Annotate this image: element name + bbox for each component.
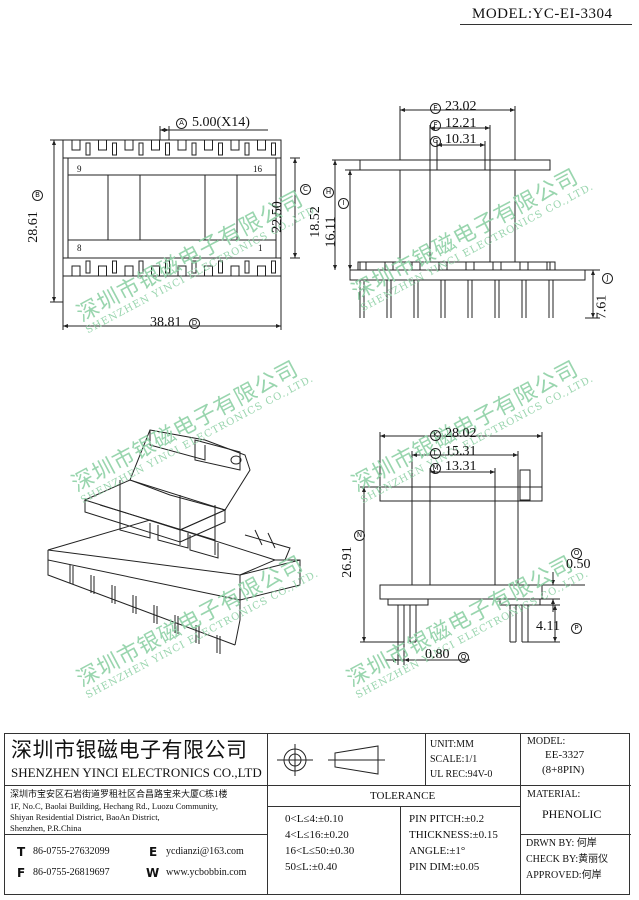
dim-d1: 23.02 xyxy=(445,99,477,114)
scale: SCALE:1/1 xyxy=(430,754,478,765)
projection-symbol-icon xyxy=(277,744,385,776)
tolerance-title: TOLERANCE xyxy=(370,790,436,802)
dim-d3: 13.31 xyxy=(445,459,477,474)
dim-pin-length: 7.61 xyxy=(594,294,610,320)
dim-tag: D xyxy=(189,318,200,329)
address-en-1: 1F, No.C, Baolai Building, Hechang Rd., … xyxy=(10,801,218,811)
dim-tag: O xyxy=(571,548,582,559)
tolerance-3: 16<L≤50:±0.30 xyxy=(285,845,355,857)
dim-h1: 18.52 xyxy=(307,206,323,238)
dim-d2: 12.21 xyxy=(445,116,477,131)
dim-tag: N xyxy=(354,530,365,541)
approved-by: APPROVED:何岸 xyxy=(526,870,602,881)
dim-tag: H xyxy=(323,187,334,198)
pin-label-1: 1 xyxy=(258,243,263,253)
angle-tol: ANGLE:±1° xyxy=(409,845,466,857)
company-name-en: SHENZHEN YINCI ELECTRONICS CO.,LTD xyxy=(11,765,262,780)
phone-icon: T xyxy=(17,845,26,859)
dim-tag: A xyxy=(176,118,187,129)
dim-tag: J xyxy=(602,273,613,284)
address-cn: 深圳市宝安区石岩街道罗租社区合昌路宝来大厦C栋1楼 xyxy=(10,789,228,799)
fax-icon: F xyxy=(17,866,26,880)
dim-pin-dim: 4.11 xyxy=(536,619,560,634)
technical-drawing xyxy=(47,106,600,665)
pin-pitch-tol: PIN PITCH:±0.2 xyxy=(409,813,485,825)
pin-label-16: 16 xyxy=(253,164,262,174)
dim-d2: 15.31 xyxy=(445,444,477,459)
address-en-2: Shiyan Residential District, BaoAn Distr… xyxy=(10,812,160,822)
email-icon: E xyxy=(149,845,158,859)
pin-label-8: 8 xyxy=(77,243,82,253)
side-view xyxy=(332,106,600,319)
dim-tag: F xyxy=(430,120,441,131)
dim-height-inner: 22.50 xyxy=(269,201,285,233)
thickness-tol: THICKNESS:±0.15 xyxy=(409,829,498,841)
dim-pin-width: 0.80 xyxy=(425,647,450,662)
dim-d1: 28.02 xyxy=(445,426,477,441)
tolerance-2: 4<L≤16:±0.20 xyxy=(285,829,349,841)
material-title: MATERIAL: xyxy=(527,789,581,800)
dim-width: 38.81 xyxy=(150,315,182,330)
company-name-cn: 深圳市银磁电子有限公司 xyxy=(11,738,248,762)
tolerance-4: 50≤L:±0.40 xyxy=(285,861,338,873)
header-rule xyxy=(460,24,632,25)
email-address: ycdianzi@163.com xyxy=(166,846,244,857)
dim-tag: P xyxy=(571,623,582,634)
address-en-3: Shenzhen, P.R.China xyxy=(10,823,82,833)
title-block: 深圳市银磁电子有限公司 SHENZHEN YINCI ELECTRONICS C… xyxy=(4,733,631,895)
web-address: www.ycbobbin.com xyxy=(166,867,247,878)
dim-flange: 0.50 xyxy=(566,557,591,572)
dim-tag: M xyxy=(430,463,441,474)
fax-number: 86-0755-26819697 xyxy=(33,867,110,878)
phone-number: 86-0755-27632099 xyxy=(33,846,110,857)
ul-rec: UL REC:94V-0 xyxy=(430,769,493,780)
dim-height: 26.91 xyxy=(339,546,355,578)
model-value: EE-3327 xyxy=(545,749,585,761)
dim-tag: C xyxy=(300,184,311,195)
front-view xyxy=(360,432,585,665)
dim-pitch: 5.00(X14) xyxy=(192,115,250,130)
dim-tag: G xyxy=(430,136,441,147)
material-value: PHENOLIC xyxy=(542,807,602,821)
check-by: CHECK BY:黄丽仪 xyxy=(526,854,609,865)
top-view xyxy=(50,126,300,330)
unit: UNIT:MM xyxy=(430,739,474,750)
pin-dim-tol: PIN DIM:±0.05 xyxy=(409,861,480,873)
model-title: MODEL: xyxy=(527,736,566,747)
drawn-by: DRWN BY: 何岸 xyxy=(526,838,597,849)
model-pins: (8+8PIN) xyxy=(542,764,585,776)
dim-tag: L xyxy=(430,448,441,459)
isometric-view xyxy=(47,429,301,654)
pin-label-9: 9 xyxy=(77,164,82,174)
dim-h2: 16.11 xyxy=(323,216,339,248)
dim-tag: E xyxy=(430,103,441,114)
dim-d3: 10.31 xyxy=(445,132,477,147)
dim-height-outer: 28.61 xyxy=(25,211,41,243)
dim-tag: B xyxy=(32,190,43,201)
model-header: MODEL:YC-EI-3304 xyxy=(472,6,613,22)
dim-tag: Q xyxy=(458,652,469,663)
dim-tag: K xyxy=(430,430,441,441)
tolerance-1: 0<L≤4:±0.10 xyxy=(285,813,344,825)
dim-tag: I xyxy=(338,198,349,209)
web-icon: W xyxy=(146,866,160,880)
